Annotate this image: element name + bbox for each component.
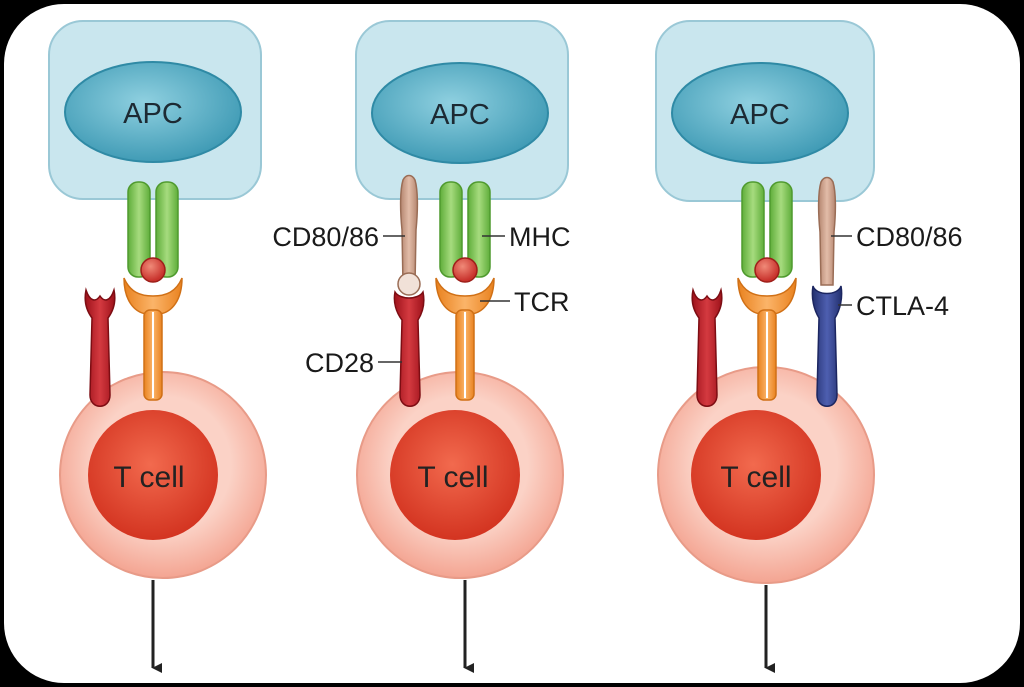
mhc-molecule	[127, 181, 151, 278]
label-cd80-86: CD80/86	[272, 222, 379, 252]
t-cell-label: T cell	[720, 461, 791, 494]
panel-1: APC T cell	[48, 20, 267, 673]
apc-label: APC	[123, 98, 183, 130]
peptide-antigen	[452, 257, 478, 283]
panel-2: APC T cell CD80/86 MHC TCR CD28	[272, 20, 571, 673]
label-cd28: CD28	[305, 348, 374, 378]
cd28-receptor	[84, 287, 116, 407]
apc-nucleus	[64, 61, 242, 163]
t-cell-nucleus	[88, 410, 218, 540]
cd28-receptor	[393, 290, 425, 407]
apc-label: APC	[730, 99, 790, 131]
label-ctla-4: CTLA-4	[856, 291, 949, 321]
peptide-antigen	[754, 257, 780, 283]
ctla4-receptor	[811, 285, 843, 407]
t-cell-label: T cell	[417, 461, 488, 494]
peptide-antigen	[140, 257, 166, 283]
mhc-molecule	[741, 181, 765, 278]
label-mhc: MHC	[509, 222, 571, 252]
t-cell-nucleus	[390, 410, 520, 540]
t-cell-nucleus	[691, 410, 821, 540]
t-cell-label: T cell	[113, 461, 184, 494]
apc-nucleus	[371, 62, 549, 164]
cd28-receptor	[691, 287, 723, 407]
cd80-86-ligand	[399, 174, 419, 286]
cd80-86-ligand	[817, 176, 837, 286]
apc-label: APC	[430, 99, 490, 131]
mhc-molecule	[439, 181, 463, 278]
label-cd80-86: CD80/86	[856, 222, 963, 252]
panel-3: APC T cell CD80/86 CTLA-4	[655, 20, 963, 673]
apc-nucleus	[671, 62, 849, 164]
label-tcr: TCR	[514, 287, 570, 317]
